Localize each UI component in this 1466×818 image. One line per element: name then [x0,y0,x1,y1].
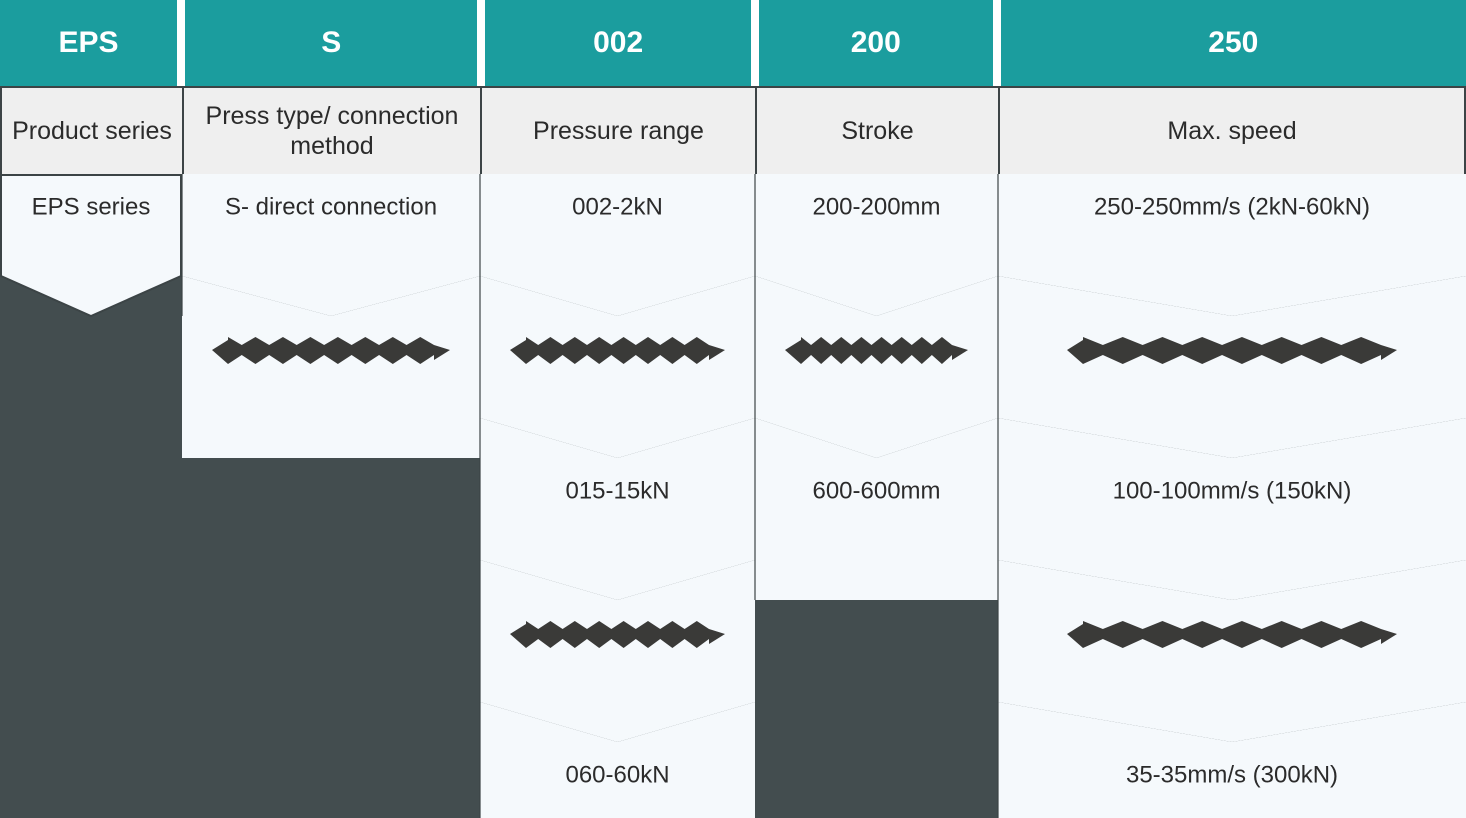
option-cell[interactable] [480,418,755,600]
subtitle-stroke: Stroke [755,86,998,174]
redacted-label [1067,621,1397,648]
option-label: 002-2kN [572,193,663,220]
redacted-label [1067,337,1397,364]
option-label: 100-100mm/s (150kN) [1113,477,1352,504]
option-cell[interactable] [998,174,1466,316]
header-divider [750,0,759,86]
option-label: 600-600mm [812,477,940,504]
option-label: 35-35mm/s (300kN) [1126,761,1338,788]
option-stack-eps: EPS series [0,174,182,318]
option-cell[interactable] [755,418,998,600]
redacted-label [510,337,725,364]
option-cell[interactable] [998,276,1466,458]
header-code-eps: EPS [0,0,178,86]
option-label: 250-250mm/s (2kN-60kN) [1094,193,1370,220]
option-cell-outline [0,174,182,318]
option-label: 060-60kN [565,761,669,788]
option-label: EPS series [32,193,151,220]
option-cell[interactable] [0,174,182,316]
option-stack-002: 002-2kN015-15kN060-60kN150-150kN300-300k… [480,174,755,818]
option-cell[interactable] [182,276,480,458]
header-code-s: S [185,0,478,86]
header-code-002: 002 [485,0,751,86]
option-label: 015-15kN [565,477,669,504]
header-code-200: 200 [758,0,993,86]
option-stack-s: S- direct connection [182,174,480,458]
header-divider [992,0,1001,86]
option-cell[interactable] [480,174,755,316]
subtitle-press-type: Press type/ connection method [182,86,480,174]
header-row: EPS S 002 200 250 [0,0,1466,86]
redacted-label [212,337,450,364]
subtitle-row: Product series Press type/ connection me… [0,86,1466,174]
option-cell[interactable] [480,560,755,742]
option-cell[interactable] [480,702,755,818]
option-cell[interactable] [998,418,1466,600]
option-cell[interactable] [755,276,998,458]
option-stack-200: 200-200mm 600-600mm [755,174,998,600]
option-cell[interactable] [182,174,480,316]
header-code-250: 250 [1000,0,1466,86]
subtitle-max-speed: Max. speed [998,86,1466,174]
subtitle-product-series: Product series [0,86,182,174]
redacted-label [510,621,725,648]
header-divider [177,0,186,86]
redacted-label [785,337,968,364]
option-cell[interactable] [998,560,1466,742]
option-label: S- direct connection [225,193,437,220]
option-cell[interactable] [755,174,998,316]
subtitle-pressure-range: Pressure range [480,86,755,174]
option-cell[interactable] [998,702,1466,818]
option-stack-250: 250-250mm/s (2kN-60kN) 100-100mm/s (150kN… [998,174,1466,818]
header-divider [477,0,486,86]
option-label: 200-200mm [812,193,940,220]
option-cell[interactable] [480,276,755,458]
